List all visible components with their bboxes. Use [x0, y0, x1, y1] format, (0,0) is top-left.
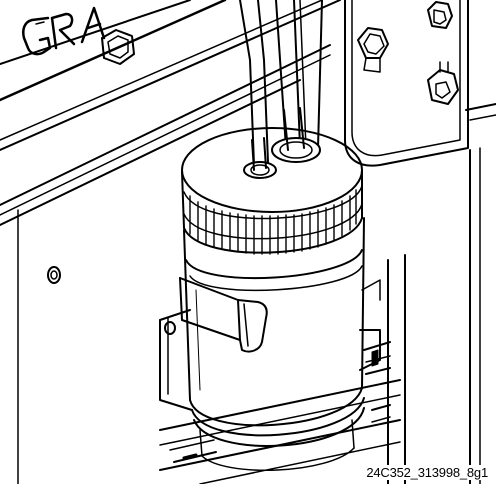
right-bracket: [345, 0, 496, 484]
reservoir-bottle: [184, 218, 364, 470]
brand-logo: [23, 8, 104, 54]
figure-id-label: 24C352_313998_8g1: [364, 465, 490, 480]
back-panel: [0, 0, 405, 484]
wing-nut-icon: [358, 2, 458, 104]
rivet-icon: [48, 267, 175, 334]
retaining-strap: [180, 278, 267, 352]
bottle-cap: [182, 128, 362, 254]
bottom-channel: [170, 342, 390, 462]
tube-stubs: [252, 108, 304, 170]
hex-bolt-icon: [102, 30, 134, 64]
